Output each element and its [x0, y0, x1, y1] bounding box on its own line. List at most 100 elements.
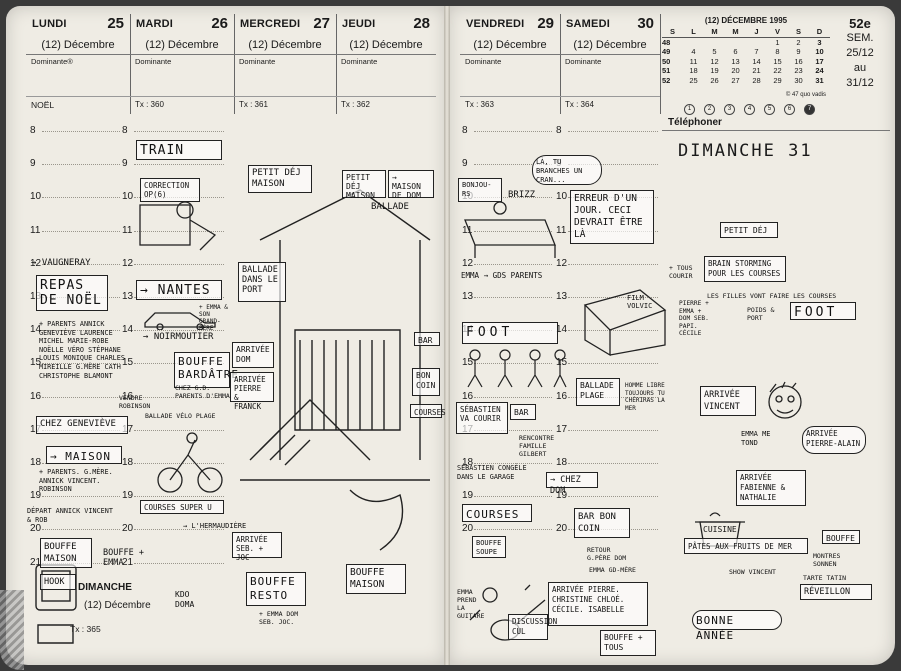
- moon-phase-icon: 1: [684, 104, 695, 115]
- week-sep: au: [853, 62, 867, 74]
- hour-line: [42, 363, 120, 365]
- mini-calendar-day-cell: 20: [731, 66, 740, 76]
- moon-phase-icon: 4: [744, 104, 755, 115]
- hour-label: 18: [556, 457, 568, 468]
- mini-calendar-day-cell: 9: [796, 47, 801, 57]
- hour-line: [42, 164, 120, 166]
- note-bardatre-sub: CHEZ G.D. PARENTS D'EMMA: [175, 384, 230, 400]
- hour-label: 10: [556, 191, 568, 203]
- note-poids: POIDS & PORT: [747, 306, 775, 322]
- telephone-label: Téléphoner: [668, 117, 722, 128]
- mini-calendar-head-cell: S: [662, 27, 683, 38]
- sunday-month: (12) Décembre: [84, 600, 151, 611]
- mini-calendar-day-cell: 1: [775, 37, 780, 47]
- mini-calendar-head-cell: M: [704, 27, 725, 38]
- hour-label: 13: [30, 291, 41, 302]
- week-label: SEM.: [846, 32, 874, 44]
- mini-calendar-day-cell: 2: [796, 37, 801, 47]
- hour-line: [134, 131, 224, 132]
- hour-line: [134, 330, 224, 332]
- note-bouffe-r: BOUFFE: [822, 530, 860, 544]
- hour-label: 21: [30, 556, 42, 568]
- mini-calendar-day-cell: 17: [815, 56, 824, 66]
- day-number: 29: [537, 15, 554, 32]
- hour-line: [42, 396, 120, 398]
- hour-label: 8: [122, 125, 128, 136]
- note-retour: RETOUR G.PÈRE DOM: [587, 546, 627, 562]
- feast-label: NOËL: [31, 100, 55, 110]
- mini-calendar-day-cell: 24: [815, 66, 824, 76]
- day-name: VENDREDI: [466, 18, 525, 30]
- tx-label: Tx : 363: [465, 100, 494, 109]
- mini-calendar-day-cell: 28: [752, 75, 761, 85]
- mini-calendar-day-cell: 13: [731, 56, 740, 66]
- mini-calendar-day-cell: 19: [710, 66, 719, 76]
- note-bouffe-maison-2: BOUFFE MAISON: [346, 564, 406, 594]
- dominante-label: Dominante: [341, 57, 378, 66]
- sunday-tx: Tx : 365: [70, 624, 101, 634]
- note-tous-courir: + TOUS COURIR: [669, 264, 693, 280]
- day-header-vendredi: VENDREDI 29 (12) Décembre Dominante Tx :…: [460, 14, 561, 114]
- bike-sketch: [157, 432, 223, 493]
- hour-label: 18: [122, 457, 134, 468]
- mini-calendar-day-cell: [683, 37, 704, 47]
- note-sebastien-congele: SÉBASTIEN CONGÈLE DANS LE GARAGE: [457, 464, 527, 481]
- hour-label: 10: [30, 191, 42, 203]
- hour-label: 19: [556, 490, 567, 501]
- hour-line: [42, 529, 120, 531]
- mini-calendar-day-cell: 30: [794, 75, 803, 85]
- mini-calendar-day-cell: 10: [815, 47, 824, 57]
- hour-label: 11: [462, 224, 473, 236]
- hour-line: [568, 164, 658, 166]
- hour-label: 15: [462, 357, 474, 369]
- note-emma-dom: + EMMA & SON GRAND-PÈRE: [199, 304, 228, 332]
- day-name: JEUDI: [342, 18, 376, 30]
- face-sketch: [768, 381, 802, 419]
- day-number: 27: [313, 15, 330, 32]
- day-number: 25: [107, 15, 124, 32]
- week-to: 31/12: [846, 77, 874, 89]
- hour-line: [568, 131, 658, 132]
- note-arrivee-pierre-alain: ARRIVÉE PIERRE-ALAIN: [802, 426, 866, 454]
- week-number: 52e: [849, 16, 871, 31]
- week-number-cell: 50: [662, 56, 671, 66]
- car-sketch: [144, 312, 216, 330]
- hour-label: 15: [122, 357, 134, 369]
- day-month: (12) Décembre: [573, 39, 647, 51]
- hour-label: 15: [30, 357, 42, 369]
- hour-label: 10: [122, 191, 134, 203]
- mini-calendar-day-cell: 22: [773, 66, 782, 76]
- mini-calendar-title: (12) DÉCEMBRE 1995: [704, 16, 788, 25]
- hour-label: 12: [30, 257, 42, 269]
- dominante-label: Dominante: [465, 57, 502, 66]
- hour-line: [134, 396, 224, 398]
- note-pates: PÂTES AUX FRUITS DE MER: [684, 538, 808, 554]
- day-header-lundi: LUNDI 25 (12) Décembre Dominante® NOËL: [26, 14, 131, 114]
- hour-label: 20: [462, 523, 474, 535]
- day-header-mardi: MARDI 26 (12) Décembre Dominante Tx : 36…: [130, 14, 235, 114]
- pool-table-sketch: [464, 201, 556, 258]
- note-filles: LES FILLES VONT FAIRE LES COURSES: [707, 292, 837, 300]
- mini-calendar-head-cell: L: [683, 27, 704, 38]
- tx-label: Tx : 364: [565, 100, 594, 109]
- hour-line: [134, 164, 224, 166]
- note-chez-dom: → CHEZ DOM: [546, 472, 598, 496]
- day-name: SAMEDI: [566, 18, 610, 30]
- hour-label: 13: [122, 291, 134, 302]
- note-show: SHOW VINCENT: [729, 568, 776, 576]
- mini-calendar-day-cell: 3: [817, 37, 822, 47]
- mini-calendar-day-cell: [704, 37, 725, 47]
- hour-label: 21: [122, 556, 134, 568]
- mini-calendar-head-cell: S: [788, 27, 809, 38]
- note-bouffe-maison-1: BOUFFE MAISON: [40, 538, 92, 568]
- hour-label: 11: [122, 224, 133, 236]
- note-noirmoutier: → NOIRMOUTIER: [143, 332, 214, 342]
- note-ballade-port: BALLADE DANS LE PORT: [238, 262, 286, 302]
- hour-label: 14: [122, 324, 134, 336]
- sunday-title: DIMANCHE 31: [678, 141, 813, 161]
- note-ballade-velo: BALLADE VÉLO PLAGE: [145, 412, 216, 420]
